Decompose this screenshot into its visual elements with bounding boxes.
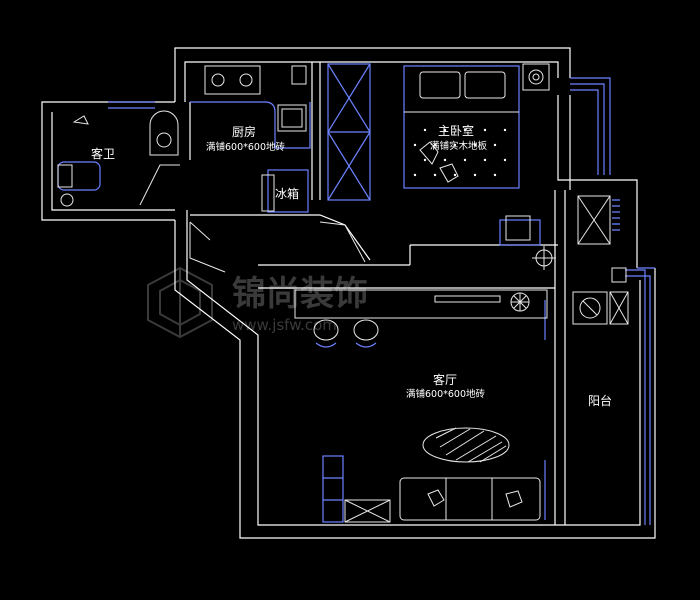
bedroom-furniture (327, 63, 556, 270)
floor-drain-icon (60, 193, 74, 207)
watermark: 锦尚装饰 www.jsfw.com (147, 266, 368, 339)
kitchen-fixtures (189, 65, 366, 273)
pillow-icon (419, 71, 461, 99)
cabinet-icon (577, 195, 611, 245)
room-label-balcony: 阳台 (588, 393, 612, 408)
washing-machine-icon (572, 291, 608, 325)
bedroom-floor-note: 满铺实木地板 (430, 140, 488, 152)
sink-icon (277, 104, 307, 132)
watermark-brand: 锦尚装饰 (232, 274, 368, 314)
watermark-url: www.jsfw.com (232, 316, 337, 334)
sofa-icon (399, 477, 541, 521)
bath-door-icon (139, 164, 180, 206)
balcony-fixtures (544, 195, 629, 520)
watermark-logo-icon (147, 266, 213, 339)
living-room-floor-note: 满铺600*600地砖 (406, 388, 486, 400)
desk-icon (499, 219, 541, 246)
kitchen-floor-note: 满铺600*600地砖 (206, 141, 286, 153)
room-label-fridge: 冰箱 (275, 186, 299, 201)
tv-cabinet-icon (294, 289, 548, 319)
fridge-icon (267, 169, 309, 213)
nightstand-icon (522, 63, 550, 91)
room-labels: 客卫 厨房 满铺600*600地砖 冰箱 主卧室 满铺实木地板 客厅 满铺600… (91, 123, 612, 408)
room-label-living-room: 客厅 (433, 372, 457, 387)
guest-bath-fixtures (57, 101, 180, 207)
walls (41, 47, 656, 539)
room-label-master-bedroom: 主卧室 (438, 123, 474, 138)
balcony-railing (570, 77, 655, 525)
basin-icon (149, 110, 179, 156)
bed-icon (403, 65, 520, 189)
rug-icon (422, 427, 510, 463)
shower-icon (72, 115, 89, 125)
shoe-cabinet-icon (322, 455, 344, 523)
room-label-guest-bath: 客卫 (91, 146, 115, 161)
toilet-icon (57, 161, 101, 191)
bar-stool-icon (313, 319, 339, 341)
living-room-furniture (294, 289, 548, 523)
stove-icon (204, 65, 261, 95)
room-label-kitchen: 厨房 (232, 124, 256, 139)
